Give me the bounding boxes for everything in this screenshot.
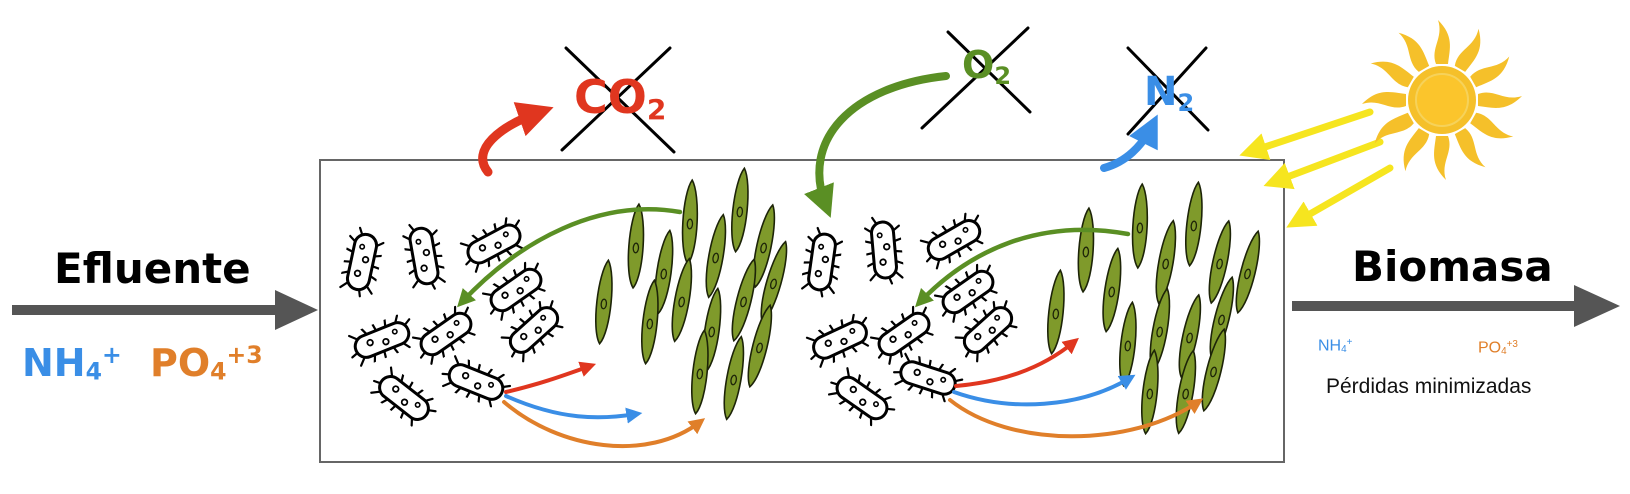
reactor-box: [319, 159, 1285, 463]
biomass-nh4-label: NH4+: [1318, 338, 1352, 355]
outflow-arrow: [1292, 285, 1620, 327]
biomass-po4-sup: +3: [1506, 339, 1518, 350]
cross-mark-icon: [560, 46, 676, 154]
po4-transfer-arrow-right: [948, 398, 1204, 439]
biomass-nh4-sub: 4: [1341, 343, 1347, 355]
co2-label: CO2: [574, 74, 666, 124]
biomass-po4-label: PO4+3: [1478, 340, 1518, 357]
o2-transfer-arrow-left: [457, 207, 683, 308]
n2-label: N2: [1144, 72, 1194, 115]
losses-note: Pérdidas minimizadas: [1326, 375, 1532, 398]
n2-release-arrow: [1100, 114, 1158, 172]
biomass-po4-sub: 4: [1501, 345, 1507, 357]
influent-po4-base: PO: [150, 341, 211, 385]
inflow-arrow: [12, 290, 318, 330]
influent-po4-sup: +3: [226, 341, 263, 370]
influent-nh4-sup: +: [102, 341, 122, 370]
co2-transfer-arrow-right: [954, 337, 1079, 388]
influent-nh4-base: NH: [22, 341, 86, 385]
cross-mark-icon: [1126, 46, 1210, 136]
biomass-title: Biomasa: [1352, 242, 1553, 291]
biomass-nh4-base: NH: [1318, 337, 1342, 355]
nh4-transfer-arrow-left: [504, 394, 643, 424]
o2-input-arrow: [804, 72, 950, 218]
biomass-po4-base: PO: [1478, 339, 1502, 357]
sun-icon: [1362, 20, 1522, 180]
influent-title: Efluente: [54, 244, 251, 293]
influent-po4-label: PO4+3: [150, 341, 263, 386]
o2-base: O: [962, 43, 995, 87]
influent-po4-sub: 4: [210, 357, 227, 386]
biomass-nh4-sup: +: [1346, 337, 1353, 348]
influent-nh4-label: NH4+: [22, 341, 122, 386]
sunlight-rays: [1239, 108, 1394, 228]
co2-release-arrow: [478, 102, 554, 177]
co2-sub: 2: [646, 93, 667, 126]
co2-transfer-arrow-left: [504, 361, 597, 394]
nh4-transfer-arrow-right: [952, 374, 1136, 407]
cross-mark-icon: [920, 26, 1032, 130]
n2-sub: 2: [1177, 89, 1195, 117]
n2-base: N: [1144, 69, 1178, 115]
influent-nh4-sub: 4: [85, 357, 102, 386]
co2-base: CO: [574, 70, 647, 124]
o2-sub: 2: [994, 62, 1012, 90]
o2-transfer-arrow-right: [915, 227, 1131, 308]
po4-transfer-arrow-left: [502, 400, 706, 448]
o2-label: O2: [962, 46, 1011, 88]
